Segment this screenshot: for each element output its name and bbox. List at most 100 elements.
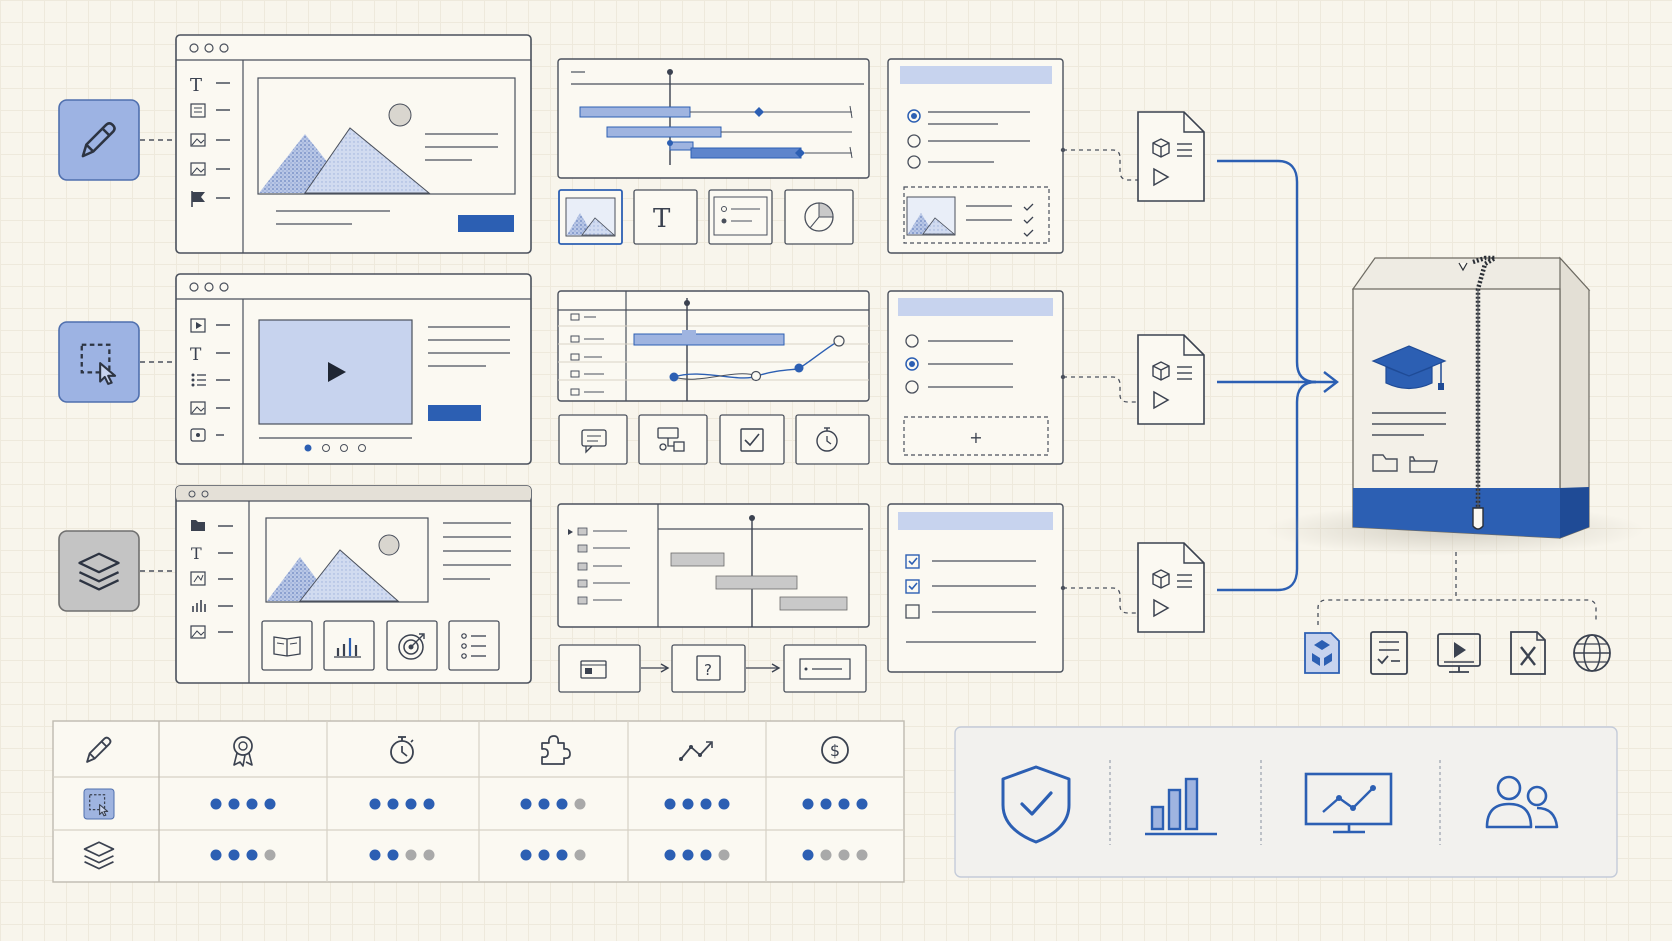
scorm-package-icon [1304, 632, 1340, 674]
rating-cell [664, 849, 730, 861]
rating-dot [520, 849, 532, 861]
radio-option[interactable] [905, 334, 919, 348]
list-tool-icon[interactable] [190, 103, 230, 118]
scorm-file-icon [1137, 542, 1205, 633]
checkbox-checked[interactable] [905, 579, 920, 594]
rating-dot [802, 849, 814, 861]
image-asset-button[interactable] [558, 189, 623, 245]
rating-dot [682, 849, 694, 861]
checkbox-checked[interactable] [905, 554, 920, 569]
analytics-button[interactable] [323, 620, 375, 671]
list-tool-icon[interactable] [191, 373, 231, 387]
media-slide-node[interactable] [558, 644, 641, 693]
flowchart-button[interactable] [638, 414, 708, 465]
row-3-branching-flow: ? [558, 644, 867, 693]
radio-option[interactable] [905, 380, 919, 394]
zipper [1472, 255, 1504, 520]
image-tool-icon[interactable] [190, 401, 230, 415]
row-3-layers-window: T [175, 485, 532, 684]
radio-option[interactable] [907, 155, 921, 169]
add-option-button[interactable] [903, 416, 1049, 456]
tool-tile-layers[interactable] [58, 530, 140, 612]
rating-dot [405, 849, 417, 861]
pen-icon [81, 122, 116, 158]
list-asset-button[interactable] [708, 189, 773, 245]
folder-icon [1372, 454, 1398, 472]
benefits-panel [954, 726, 1618, 878]
playhead[interactable] [667, 69, 673, 75]
rating-dot [387, 849, 399, 861]
row-1-editor-window: T [175, 34, 532, 254]
checklist-button[interactable] [448, 620, 500, 671]
text-tool-icon[interactable]: T [190, 75, 230, 96]
rating-cell [369, 798, 435, 810]
row-2-video-editor-window: T [175, 273, 532, 465]
award-ribbon-icon [233, 736, 253, 767]
question-node[interactable]: ? [671, 644, 746, 693]
play-icon[interactable] [328, 362, 346, 382]
rating-dot [405, 798, 417, 810]
rating-dot [228, 849, 240, 861]
rating-dot [369, 849, 381, 861]
rating-dot [700, 849, 712, 861]
rating-dot [664, 849, 676, 861]
rating-dot [838, 849, 850, 861]
text-tool-icon[interactable]: T [191, 544, 233, 563]
timer-button[interactable] [795, 414, 870, 465]
image-tool-icon[interactable] [190, 625, 233, 639]
tool-tile-selection-cursor[interactable] [58, 321, 140, 403]
primary-button[interactable] [458, 215, 514, 232]
text-tool-icon[interactable]: T [190, 345, 230, 365]
image-tool-icon[interactable] [190, 133, 230, 147]
svg-text:T: T [653, 204, 671, 234]
rating-dots [210, 798, 868, 861]
folder-tool-icon[interactable] [191, 520, 233, 531]
chart-asset-button[interactable] [784, 189, 854, 245]
tool-tile-pen[interactable] [58, 99, 140, 181]
scorm-file-icon [1137, 334, 1205, 425]
video-clip-tool-icon[interactable] [190, 428, 224, 442]
rating-dot [538, 798, 550, 810]
row-1-quiz-radio-panel [887, 58, 1064, 254]
text-asset-button[interactable]: T [633, 189, 698, 245]
rating-dot [718, 798, 730, 810]
playhead[interactable] [684, 300, 690, 306]
rating-dot [228, 798, 240, 810]
rating-dot [556, 849, 568, 861]
flag-tool-icon[interactable] [191, 191, 230, 207]
rating-cell [520, 849, 586, 861]
merge-arrows [1217, 159, 1339, 592]
output-connectors [1317, 552, 1597, 625]
radio-option-selected[interactable] [905, 357, 919, 371]
rating-cell [369, 849, 435, 861]
dollar-coin-icon: $ [821, 736, 849, 764]
book-button[interactable] [261, 620, 313, 671]
checkbox-unchecked[interactable] [905, 604, 920, 619]
rating-dot [718, 849, 730, 861]
radio-option-selected[interactable] [907, 109, 921, 123]
radio-option[interactable] [907, 134, 921, 148]
scatter-tool-icon[interactable] [190, 571, 233, 586]
primary-button[interactable] [428, 405, 481, 421]
rating-cell [802, 849, 868, 861]
bar-chart-tool-icon[interactable] [192, 600, 233, 612]
response-node[interactable] [783, 644, 867, 693]
image-tool-icon[interactable] [190, 162, 230, 176]
globe-web-icon [1573, 634, 1611, 672]
rating-dot [838, 798, 850, 810]
monitor-analytics-icon [1304, 772, 1393, 834]
checkbox-button[interactable] [719, 414, 785, 465]
quiz-checklist-icon [1370, 631, 1408, 675]
playhead[interactable] [749, 515, 755, 521]
add-option-label: + [969, 428, 982, 447]
row-1-asset-buttons: T [558, 189, 854, 245]
video-tool-icon[interactable] [190, 318, 230, 333]
target-button[interactable] [386, 620, 438, 671]
rating-dot [820, 849, 832, 861]
bar-chart-icon [1145, 777, 1217, 836]
rating-dot [264, 798, 276, 810]
row-3-checkbox-panel [887, 503, 1064, 673]
comment-button[interactable] [558, 414, 628, 465]
tool-connectors [140, 139, 176, 572]
